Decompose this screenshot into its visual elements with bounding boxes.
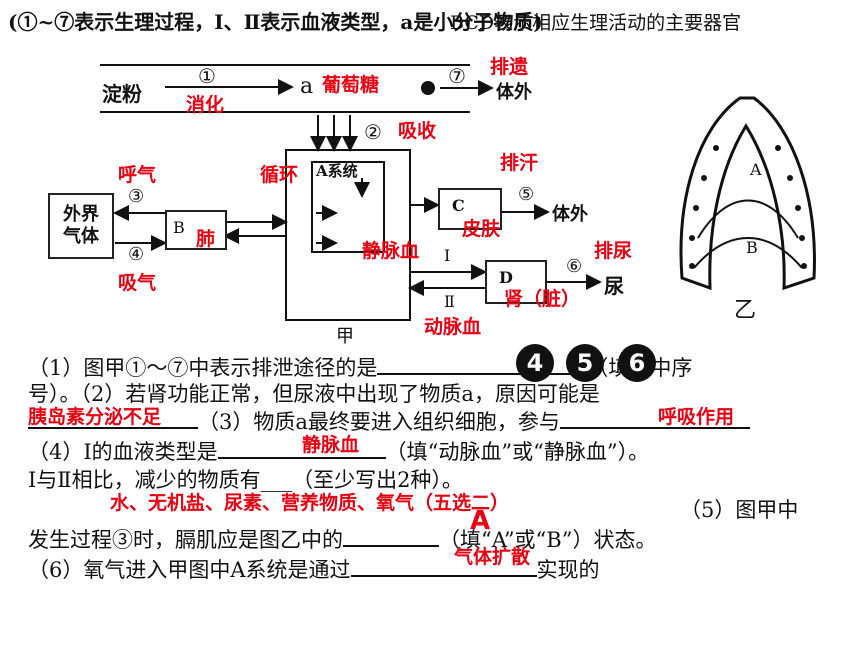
- q1c-text: 号）。（2）若肾功能正常，但尿液中出现了物质a，原因可能是: [28, 382, 600, 406]
- ann-glucose: 葡萄糖: [322, 74, 380, 96]
- q-line-1: （1）图甲①～⑦中表示排泄途径的是（填图中序: [28, 352, 692, 382]
- lung-box-label: B: [173, 218, 185, 237]
- starch-label: 淀粉: [102, 82, 142, 106]
- ann-kidney: 肾（脏）: [504, 288, 581, 310]
- diagram-jia-lines: [100, 64, 602, 321]
- q3-blank: [559, 407, 750, 429]
- answer-6: 气体扩散: [454, 546, 531, 568]
- answer-2: 胰岛素分泌不足: [28, 406, 162, 428]
- rib-dot: [689, 263, 695, 269]
- answer-4b: 水、无机盐、尿素、营养物质、氧气（五选二）: [110, 492, 510, 514]
- ann-venous: 静脉血: [362, 240, 420, 262]
- ann-absorption: 吸收: [398, 120, 437, 142]
- skin-box: C: [438, 188, 502, 230]
- kidney-box-label: D: [499, 268, 513, 287]
- step-1: ①: [198, 64, 216, 88]
- answer-5: A: [470, 506, 491, 536]
- q4b-text: （填“动脉血”或“静脉血”）。: [385, 440, 650, 464]
- step-6: ⑥: [566, 256, 583, 277]
- ann-circulation: 循环: [260, 164, 299, 186]
- q6a-text: （6）氧气进入甲图中A系统是通过: [28, 558, 351, 582]
- ann-inhale: 吸气: [118, 272, 157, 294]
- q1a-text: （1）图甲①～⑦中表示排泄途径的是: [28, 356, 378, 380]
- q6-blank: [350, 555, 537, 577]
- q-line-3: （3）物质a最终要进入组织细胞，参与: [28, 406, 750, 436]
- q5b-text: 发生过程③时，膈肌应是图乙中的: [28, 528, 343, 552]
- rib-dot: [693, 205, 699, 211]
- roman-1: Ⅰ: [444, 246, 451, 265]
- rib-dot: [713, 145, 719, 151]
- step-2: ②: [364, 120, 382, 144]
- ann-exhale: 呼气: [118, 164, 157, 186]
- q-line-2: 号）。（2）若肾功能正常，但尿液中出现了物质a，原因可能是: [28, 378, 600, 408]
- q-line-7: （6）氧气进入甲图中A系统是通过 实现的: [28, 554, 600, 584]
- step-3: ③: [128, 186, 145, 207]
- yi-label-b: B: [746, 238, 758, 257]
- rib-dot: [701, 175, 707, 181]
- answer-badge-4: 4: [516, 344, 554, 382]
- header-organs: BCD表示相应生理活动的主要器官: [450, 12, 742, 34]
- a-label: a: [300, 74, 314, 99]
- q5a-line: （5）图甲中: [680, 494, 798, 524]
- q1-blank: [377, 353, 588, 375]
- q5c-text: （填“A”或“B”）状态。: [439, 528, 657, 552]
- diaphragm-b-line: [693, 237, 803, 269]
- yi-caption: 乙: [734, 298, 757, 323]
- skin-box-label: C: [452, 196, 465, 215]
- diaphragm-a-line: [697, 199, 799, 239]
- q2-blank: [28, 407, 198, 429]
- answer-4: 静脉血: [302, 434, 360, 456]
- rib-dot: [775, 145, 781, 151]
- header-legend: (①~⑦表示生理过程，Ⅰ、Ⅱ表示血液类型，a是小分子物质): [8, 10, 543, 34]
- q-line-5: Ⅰ与Ⅱ相比，减少的物质有___（至少写出2种）。: [28, 464, 463, 494]
- rib-dot: [787, 175, 793, 181]
- ann-skin: 皮肤: [462, 218, 501, 240]
- step-4: ④: [128, 244, 145, 265]
- answer-badge-6: 6: [618, 344, 656, 382]
- ann-sweat: 排汗: [500, 152, 539, 174]
- diagram-yi: A B 乙: [668, 88, 848, 338]
- rib-dot: [801, 263, 807, 269]
- external-air-label: 外界气体: [63, 204, 99, 247]
- outside-2: 体外: [552, 204, 588, 225]
- ann-digestion: 消化: [186, 94, 225, 116]
- step-5: ⑤: [518, 184, 535, 205]
- ann-urinate: 排尿: [594, 240, 633, 262]
- ann-lung: 肺: [196, 228, 216, 250]
- system-inner-box: [311, 161, 385, 253]
- q3-text: （3）物质a最终要进入组织细胞，参与: [198, 410, 560, 434]
- rib-dot: [799, 235, 805, 241]
- urine-label: 尿: [604, 274, 624, 298]
- ann-egestion: 排遗: [490, 56, 529, 78]
- roman-2: Ⅱ: [444, 292, 455, 311]
- rib-dot: [689, 235, 695, 241]
- rib-dot: [795, 205, 801, 211]
- q5a-text: （5）图甲中: [680, 498, 799, 522]
- lung-box: B: [165, 210, 227, 250]
- step-7: ⑦: [448, 64, 466, 88]
- a-system-label: A系统: [316, 162, 358, 180]
- yi-label-a: A: [750, 160, 762, 179]
- answer-badge-5: 5: [566, 344, 604, 382]
- q5-blank: [343, 525, 439, 547]
- ann-arterial: 动脉血: [424, 316, 482, 338]
- diaphragm-svg: [679, 96, 816, 291]
- outside-1: 体外: [496, 82, 532, 103]
- caption-jia: 甲: [336, 326, 354, 347]
- q4a-text: （4）Ⅰ的血液类型是: [28, 440, 218, 464]
- answer-3: 呼吸作用: [658, 406, 735, 428]
- q-line-4: （4）Ⅰ的血液类型是 （填“动脉血”或“静脉血”）。: [28, 436, 649, 466]
- q4c-text: Ⅰ与Ⅱ相比，减少的物质有___（至少写出2种）。: [28, 468, 463, 492]
- q6b-text: 实现的: [536, 558, 600, 582]
- q-line-6: 发生过程③时，膈肌应是图乙中的 （填“A”或“B”）状态。: [28, 524, 656, 554]
- gut-dot: [421, 81, 435, 95]
- q4-blank: [217, 437, 386, 459]
- diagram-jia: 外界气体 B C D 淀粉 a ① ⑦ 体外 ② ③ ④ A系统 ⑤ 体外 ⑥ …: [0, 50, 660, 347]
- external-air-box: 外界气体: [48, 193, 114, 259]
- kidney-box: D: [485, 260, 547, 304]
